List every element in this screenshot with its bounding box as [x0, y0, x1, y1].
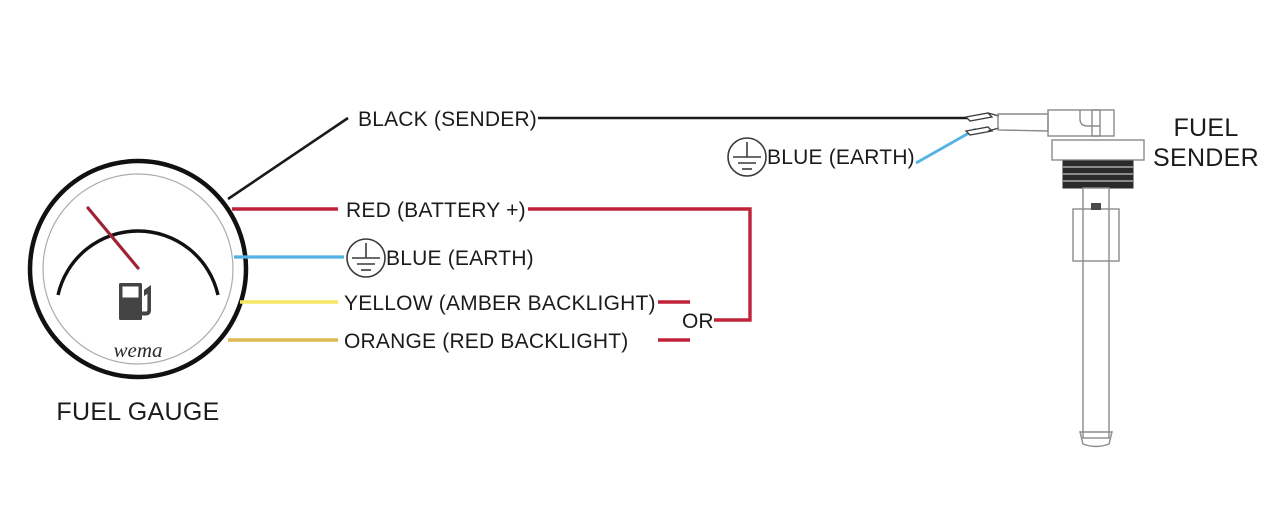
blue-wire-run-sender	[915, 127, 977, 165]
wire-blue-earth-sender: BLUE (EARTH)	[727, 127, 977, 177]
sender-terminals	[964, 112, 1000, 136]
terminal-upper	[964, 112, 994, 122]
black-wire-leader	[227, 116, 349, 201]
fuel-sender-label-line2: SENDER	[1153, 144, 1259, 172]
fuel-pump-icon	[119, 283, 151, 320]
gauge-scale-arc	[56, 229, 220, 296]
sender-thread	[1062, 160, 1134, 189]
sender-connector-body	[1047, 109, 1101, 137]
fuel-gauge-component: wema FUEL GAUGE	[27, 158, 249, 426]
sender-flange	[1051, 139, 1145, 161]
wire-black-sender: BLACK (SENDER)	[227, 108, 968, 201]
terminal-upper-lead	[987, 112, 1000, 117]
wire-blue-earth-gauge: BLUE (EARTH)	[234, 238, 534, 278]
earth-symbol-sender	[727, 137, 767, 177]
terminal-lower-lead	[987, 127, 1000, 132]
sender-float	[1072, 208, 1120, 262]
orange-wire-label: ORANGE (RED BACKLIGHT)	[344, 330, 628, 353]
gauge-brand-label: wema	[114, 338, 163, 362]
yellow-wire-label: YELLOW (AMBER BACKLIGHT)	[344, 292, 656, 315]
blue-wire-label-gauge: BLUE (EARTH)	[386, 247, 534, 270]
fuel-gauge-label: FUEL GAUGE	[56, 398, 219, 426]
wire-orange-backlight: ORANGE (RED BACKLIGHT)	[228, 330, 690, 353]
fuel-sender-component: FUEL SENDER	[964, 109, 1259, 448]
red-wire-label: RED (BATTERY +)	[346, 199, 526, 222]
red-wire-run-to-or	[528, 207, 752, 322]
fuel-sender-label-line1: FUEL	[1173, 114, 1238, 142]
terminal-lower	[964, 126, 994, 136]
black-wire-label: BLACK (SENDER)	[358, 108, 537, 131]
gauge-inner-ring	[42, 173, 234, 365]
sender-stem	[1082, 187, 1110, 439]
wire-yellow-backlight: YELLOW (AMBER BACKLIGHT)	[240, 292, 690, 315]
or-junction-label: OR	[682, 310, 714, 333]
sender-bottom-cap	[1079, 431, 1113, 448]
sender-connector-detail	[1079, 110, 1100, 127]
wire-red-battery: RED (BATTERY +)	[232, 199, 752, 322]
sender-connector-neck	[997, 113, 1049, 132]
sender-connector-cap	[1091, 109, 1115, 137]
gauge-bezel	[27, 158, 249, 380]
gauge-needle	[86, 206, 140, 270]
blue-wire-label-sender: BLUE (EARTH)	[767, 146, 915, 169]
sender-float-clip	[1091, 203, 1101, 210]
earth-symbol-gauge	[346, 238, 386, 278]
